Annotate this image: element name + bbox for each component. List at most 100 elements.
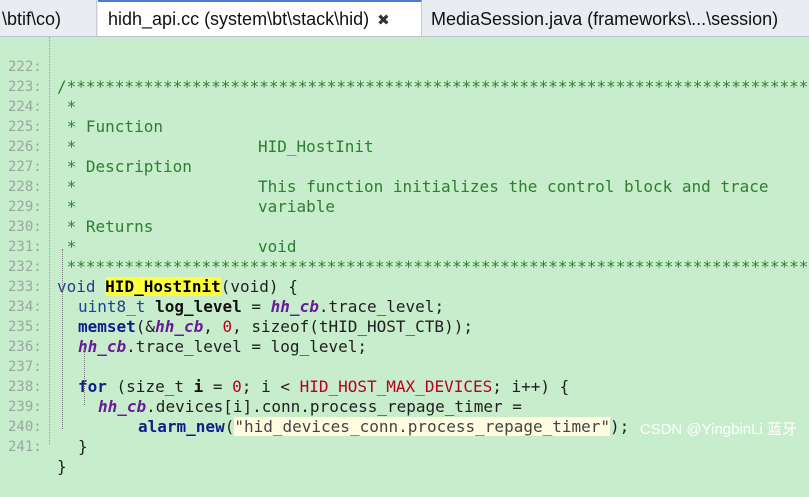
line-number: 237: <box>8 359 42 375</box>
number-token: 0 <box>222 317 233 336</box>
comment-text: ****************************************… <box>57 257 809 276</box>
macro-token: HID_HOST_MAX_DEVICES <box>299 377 493 396</box>
tab-bar: \btif\co) hidh_api.cc (system\bt\stack\h… <box>0 0 809 37</box>
code-line: 231: ***********************************… <box>0 217 809 276</box>
code-line: 226: * Description This function initial… <box>0 117 809 196</box>
keyword-void: void <box>57 277 106 296</box>
comment-text: variable <box>258 197 336 216</box>
global-token: hh_cb <box>270 297 319 316</box>
line-number: 236: <box>8 339 42 355</box>
code-line: 222: /**********************************… <box>0 37 809 96</box>
variable-token: log_level <box>155 297 242 316</box>
line-number: 241: <box>8 439 42 455</box>
comment-text: void <box>258 237 297 256</box>
comment-text: * Description <box>57 157 192 176</box>
code-line: 239: alarm_new("hid_devices_conn.process… <box>0 377 809 436</box>
code-text: } <box>78 437 88 456</box>
code-token: (void) { <box>220 277 298 296</box>
comment-text: * <box>57 177 77 196</box>
variable-token: i <box>193 377 204 396</box>
line-number: 227: <box>8 159 42 175</box>
number-token: 0 <box>232 377 242 396</box>
code-line: 225: * <box>0 97 809 156</box>
line-number: 233: <box>8 279 42 295</box>
code-text: void HID_HostInit(void) { <box>57 277 298 297</box>
tab-label: hidh_api.cc (system\bt\stack\hid) <box>108 9 370 29</box>
code-token: = <box>241 297 271 316</box>
code-token: .trace_level; <box>318 297 445 316</box>
code-token: ( <box>224 417 235 436</box>
code-text: hh_cb.trace_level = log_level; <box>78 337 367 357</box>
code-token: ); <box>610 417 630 436</box>
keyword-for: for <box>78 377 107 396</box>
code-editor[interactable]: 222: /**********************************… <box>0 37 809 476</box>
gutter-divider <box>49 37 51 445</box>
code-token: , <box>203 317 223 336</box>
code-token: (& <box>135 317 156 336</box>
tab-mediasession-java[interactable]: MediaSession.java (frameworks\...\sessio… <box>423 0 809 36</box>
code-line: 230: * <box>0 197 809 256</box>
highlighted-function-name: HID_HostInit <box>105 277 221 296</box>
code-line: 223: * <box>0 57 809 116</box>
fold-guide <box>62 249 64 429</box>
global-token: hh_cb <box>78 337 127 356</box>
line-number: 225: <box>8 119 42 135</box>
code-token: (size_t <box>106 377 194 396</box>
code-line: 235: hh_cb.trace_level = log_level; <box>0 297 809 356</box>
line-number: 231: <box>8 239 42 255</box>
code-line: 237: for (size_t i = 0; i < HID_HOST_MAX… <box>0 337 809 396</box>
line-number: 228: <box>8 179 42 195</box>
line-number: 229: <box>8 199 42 215</box>
type-token: uint8_t <box>78 297 156 316</box>
code-line: 228: * <box>0 157 809 216</box>
code-text: uint8_t log_level = hh_cb.trace_level; <box>78 297 444 317</box>
comment-text: * <box>57 137 77 156</box>
global-token: hh_cb <box>155 317 204 336</box>
code-text: for (size_t i = 0; i < HID_HOST_MAX_DEVI… <box>78 377 569 397</box>
function-token: memset <box>78 317 136 336</box>
string-token: "hid_devices_conn.process_repage_timer" <box>234 417 611 436</box>
line-number: 222: <box>8 59 42 75</box>
comment-text: * <box>57 237 77 256</box>
code-token: = <box>203 377 233 396</box>
function-token: alarm_new <box>138 417 225 436</box>
code-line: 234: memset(&hh_cb, 0, sizeof(tHID_HOST_… <box>0 277 809 336</box>
code-line: 232: void HID_HostInit(void) { <box>0 237 809 296</box>
code-text: alarm_new("hid_devices_conn.process_repa… <box>138 417 629 437</box>
code-line: 229: * Returns void <box>0 177 809 256</box>
tab-btif-co[interactable]: \btif\co) <box>0 0 97 36</box>
code-text: } <box>57 457 67 476</box>
watermark: CSDN @YingbinLi 蓝牙 <box>639 421 797 438</box>
line-number: 230: <box>8 219 42 235</box>
line-number: 234: <box>8 299 42 315</box>
code-line: 227: * variable <box>0 137 809 216</box>
code-line: 233: uint8_t log_level = hh_cb.trace_lev… <box>0 257 809 316</box>
comment-text: /***************************************… <box>57 77 809 96</box>
comment-text: This function initializes the control bl… <box>258 177 769 196</box>
line-number: 223: <box>8 79 42 95</box>
close-icon[interactable]: ✖ <box>377 12 390 29</box>
tab-hidh-api-cc[interactable]: hidh_api.cc (system\bt\stack\hid) ✖ <box>98 0 422 36</box>
line-number: 238: <box>8 379 42 395</box>
code-line: 240: } <box>0 397 809 456</box>
line-number: 232: <box>8 259 42 275</box>
code-line: 236: <box>0 317 809 355</box>
line-number: 226: <box>8 139 42 155</box>
code-text: memset(&hh_cb, 0, sizeof(tHID_HOST_CTB))… <box>78 317 473 337</box>
tab-label: \btif\co) <box>2 9 62 29</box>
comment-text: * <box>57 197 77 216</box>
code-token: .devices[i].conn.process_repage_timer = <box>146 397 522 416</box>
line-number: 224: <box>8 99 42 115</box>
comment-text: * Returns <box>57 217 154 236</box>
global-token: hh_cb <box>98 397 147 416</box>
code-text: hh_cb.devices[i].conn.process_repage_tim… <box>98 397 522 417</box>
comment-text: * <box>57 97 77 116</box>
tab-label: MediaSession.java (frameworks\...\sessio… <box>431 9 779 29</box>
code-token: ; i++) { <box>492 377 570 396</box>
fold-guide <box>84 349 86 405</box>
line-number: 240: <box>8 419 42 435</box>
code-line: 238: hh_cb.devices[i].conn.process_repag… <box>0 357 809 416</box>
code-line: 224: * Function HID_HostInit <box>0 77 809 156</box>
comment-text: * Function <box>57 117 163 136</box>
code-token: , sizeof(tHID_HOST_CTB)); <box>232 317 473 336</box>
